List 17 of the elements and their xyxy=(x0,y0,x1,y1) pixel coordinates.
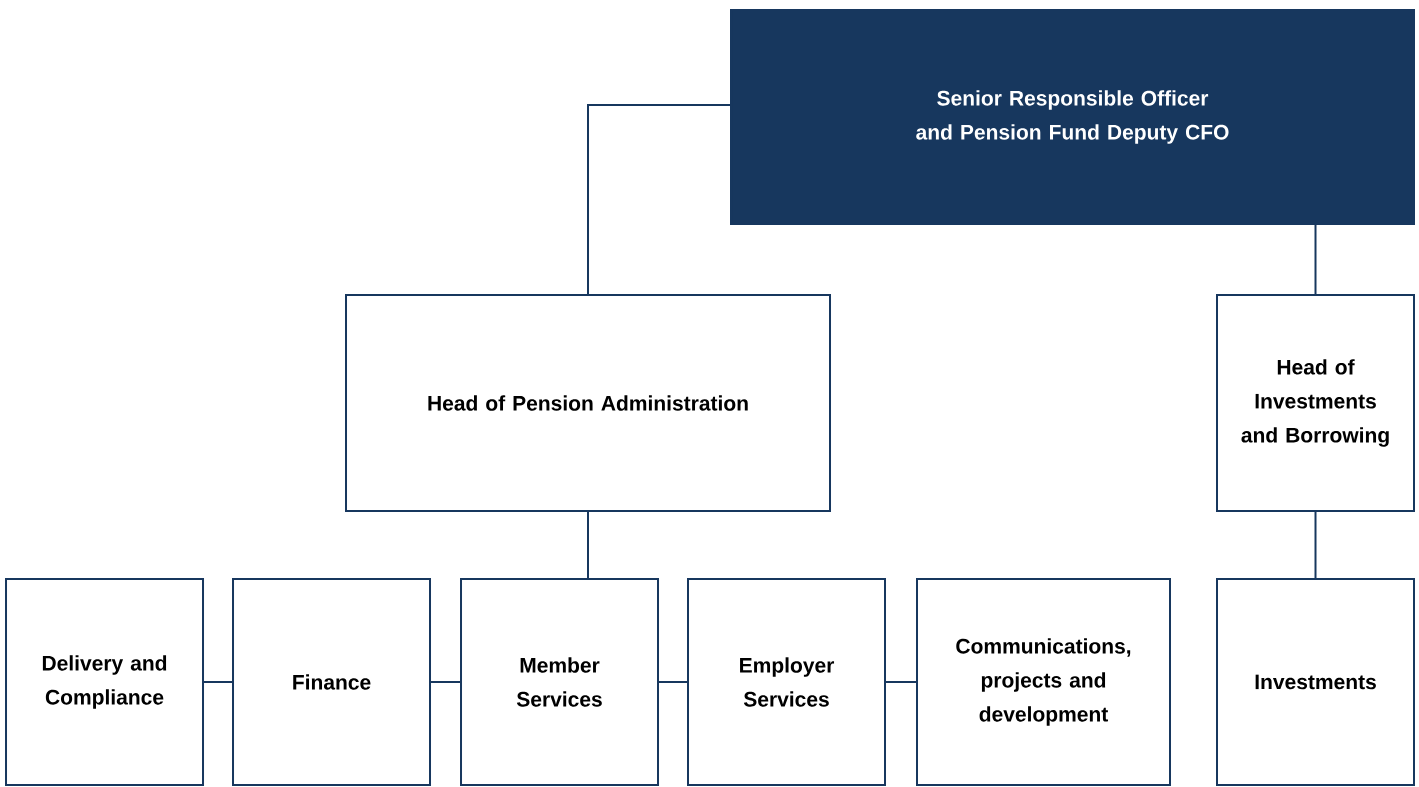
connector-line xyxy=(203,681,233,683)
title-box: Senior Responsible Officer and Pension Fund Deputy CFO xyxy=(730,9,1415,225)
org-box: Delivery and Compliance xyxy=(5,578,204,786)
connector-line xyxy=(587,104,731,295)
org-box: Member Services xyxy=(460,578,659,786)
org-box: Employer Services xyxy=(687,578,886,786)
org-box: Finance xyxy=(232,578,431,786)
connector-line xyxy=(430,681,461,683)
connector-line xyxy=(885,681,917,683)
connector-line xyxy=(658,681,688,683)
connector-line xyxy=(1314,511,1317,579)
org-box: Head of Pension Administration xyxy=(345,294,831,512)
org-box: Investments xyxy=(1216,578,1415,786)
connector-line xyxy=(1314,224,1317,295)
org-box: Head of Investments and Borrowing xyxy=(1216,294,1415,512)
org-box: Communications, projects and development xyxy=(916,578,1171,786)
connector-line xyxy=(587,511,589,579)
